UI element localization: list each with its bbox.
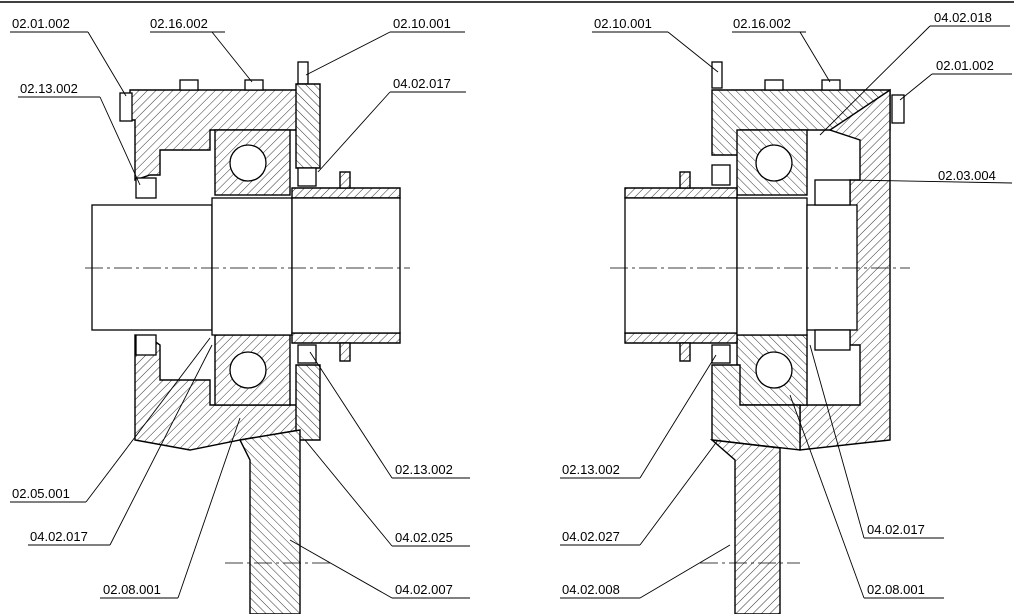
label-02-08-001-left: 02.08.001 bbox=[103, 582, 161, 597]
left-flange-bottom bbox=[339, 342, 351, 362]
left-seal2-top bbox=[297, 167, 317, 187]
left-bolt-2 bbox=[244, 79, 264, 91]
right-bolt-1 bbox=[764, 79, 784, 91]
label-02-10-001-left: 02.10.001 bbox=[393, 16, 451, 31]
label-02-13-002-left-top: 02.13.002 bbox=[20, 81, 78, 96]
label-04-02-018-right: 04.02.018 bbox=[934, 10, 992, 25]
label-04-02-017-left-bottom: 04.02.017 bbox=[30, 529, 88, 544]
right-shaft-end bbox=[806, 204, 858, 331]
label-02-13-002-left-right: 02.13.002 bbox=[395, 462, 453, 477]
right-ball-top bbox=[755, 144, 793, 182]
left-callouts: 02.01.002 02.16.002 02.10.001 02.13.002 … bbox=[10, 16, 470, 599]
label-04-02-017-left-top: 04.02.017 bbox=[393, 76, 451, 91]
right-cover-bottom bbox=[814, 329, 851, 351]
left-sleeve-bore bbox=[291, 197, 401, 334]
label-02-05-001-left: 02.05.001 bbox=[12, 486, 70, 501]
label-04-02-017-right: 04.02.017 bbox=[867, 522, 925, 537]
right-bolt-2 bbox=[821, 79, 841, 91]
right-screw-top bbox=[711, 61, 723, 89]
left-assembly-view bbox=[85, 61, 410, 614]
left-seal-top bbox=[135, 177, 157, 199]
right-bolt-head bbox=[891, 94, 905, 124]
label-02-16-002-left: 02.16.002 bbox=[150, 16, 208, 31]
label-04-02-008-right: 04.02.008 bbox=[562, 582, 620, 597]
left-shaft-core bbox=[211, 197, 293, 336]
left-seal2-bottom bbox=[297, 344, 317, 364]
label-04-02-025-left: 04.02.025 bbox=[395, 530, 453, 545]
right-sleeve-bore bbox=[624, 197, 738, 334]
left-screw-top bbox=[297, 61, 309, 85]
label-04-02-007-left: 04.02.007 bbox=[395, 582, 453, 597]
right-arm bbox=[709, 439, 781, 614]
right-ball-bottom bbox=[755, 351, 793, 389]
right-assembly-view bbox=[610, 61, 910, 614]
label-02-13-002-right: 02.13.002 bbox=[562, 462, 620, 477]
label-02-10-001-right: 02.10.001 bbox=[594, 16, 652, 31]
right-flange-top bbox=[679, 171, 691, 189]
left-bolt-head bbox=[119, 92, 133, 122]
label-04-02-027-right: 04.02.027 bbox=[562, 529, 620, 544]
right-callouts: 02.10.001 02.16.002 04.02.018 02.01.002 … bbox=[560, 10, 1013, 599]
right-flange-bottom bbox=[679, 342, 691, 362]
left-ball-bottom bbox=[229, 351, 267, 389]
left-shaft bbox=[91, 204, 213, 331]
right-seal-top bbox=[711, 164, 731, 186]
right-shaft-core bbox=[736, 197, 808, 336]
label-02-03-004-right: 02.03.004 bbox=[938, 168, 996, 183]
left-housing-wall-top bbox=[295, 83, 321, 169]
label-02-01-002-right: 02.01.002 bbox=[936, 58, 994, 73]
left-ball-top bbox=[229, 144, 267, 182]
left-bolt-1 bbox=[179, 79, 199, 91]
left-seal-bottom bbox=[135, 334, 157, 356]
left-arm bbox=[238, 429, 301, 614]
left-flange-top bbox=[339, 171, 351, 189]
label-02-08-001-right: 02.08.001 bbox=[867, 582, 925, 597]
label-02-01-002-left: 02.01.002 bbox=[12, 16, 70, 31]
left-housing-wall-bottom bbox=[295, 364, 321, 441]
right-seal-bottom bbox=[711, 344, 731, 364]
right-cover-top bbox=[814, 179, 851, 206]
label-02-16-002-right: 02.16.002 bbox=[733, 16, 791, 31]
